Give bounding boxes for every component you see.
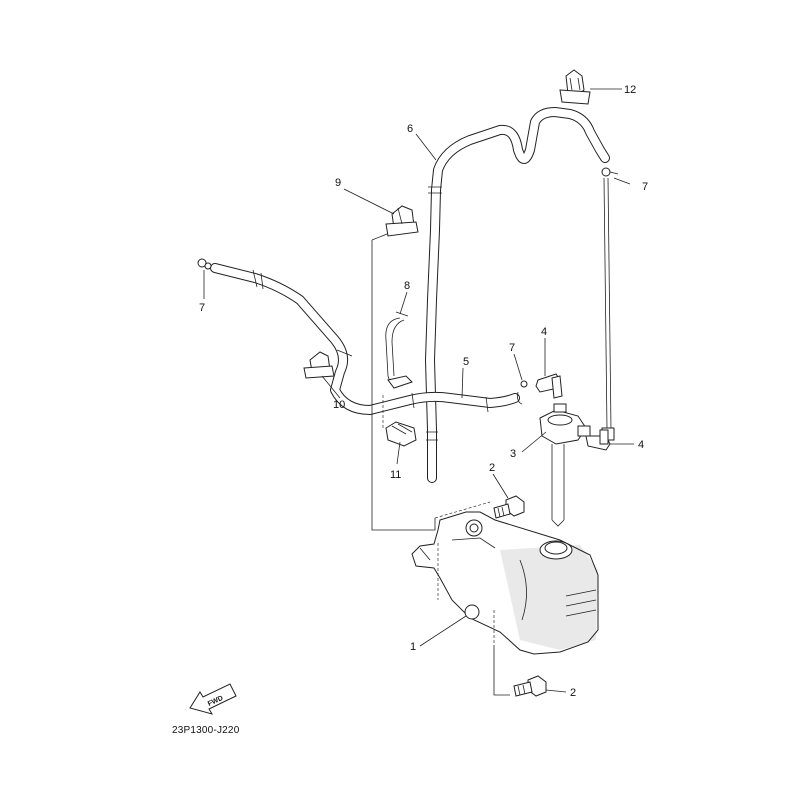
callout-6: 6 xyxy=(407,123,413,135)
valve-3 xyxy=(539,403,591,527)
callout-9: 9 xyxy=(335,177,341,189)
bolt-2-upper xyxy=(493,495,525,519)
callout-7-left: 7 xyxy=(199,302,205,314)
hose-6 xyxy=(425,107,610,483)
hose-clip-7-right xyxy=(601,167,619,177)
callout-2-lower: 2 xyxy=(570,687,576,699)
callout-12: 12 xyxy=(624,84,636,96)
callout-1: 1 xyxy=(410,641,416,653)
hose-5 xyxy=(210,263,520,415)
callout-3: 3 xyxy=(510,448,516,460)
callout-10: 10 xyxy=(333,399,345,411)
callout-4-upper: 4 xyxy=(541,326,547,338)
bolt-2-lower xyxy=(513,675,547,697)
callout-5: 5 xyxy=(463,356,469,368)
callout-4-right: 4 xyxy=(638,439,644,451)
drawing-code: 23P1300-J220 xyxy=(172,725,240,736)
callout-11: 11 xyxy=(390,469,401,481)
holder-8 xyxy=(385,311,413,389)
clip-10 xyxy=(303,351,335,379)
clip-9 xyxy=(385,205,419,237)
reservoir-tank-1 xyxy=(411,511,599,655)
callout-7-center: 7 xyxy=(509,342,515,354)
leader-lines xyxy=(203,88,634,693)
joint-4-center xyxy=(535,373,563,399)
clip-11 xyxy=(385,421,417,447)
hose-clip-7-left xyxy=(197,258,212,270)
callout-8: 8 xyxy=(404,280,410,292)
reference-lines xyxy=(371,231,510,696)
hose-clip-7-center xyxy=(517,380,528,405)
callout-2-upper: 2 xyxy=(489,462,495,474)
vent-line xyxy=(601,177,615,441)
joint-4-right xyxy=(585,429,611,451)
fwd-arrow-icon: FWD xyxy=(189,683,237,715)
clip-12 xyxy=(559,69,591,105)
callout-7-right: 7 xyxy=(642,181,648,193)
